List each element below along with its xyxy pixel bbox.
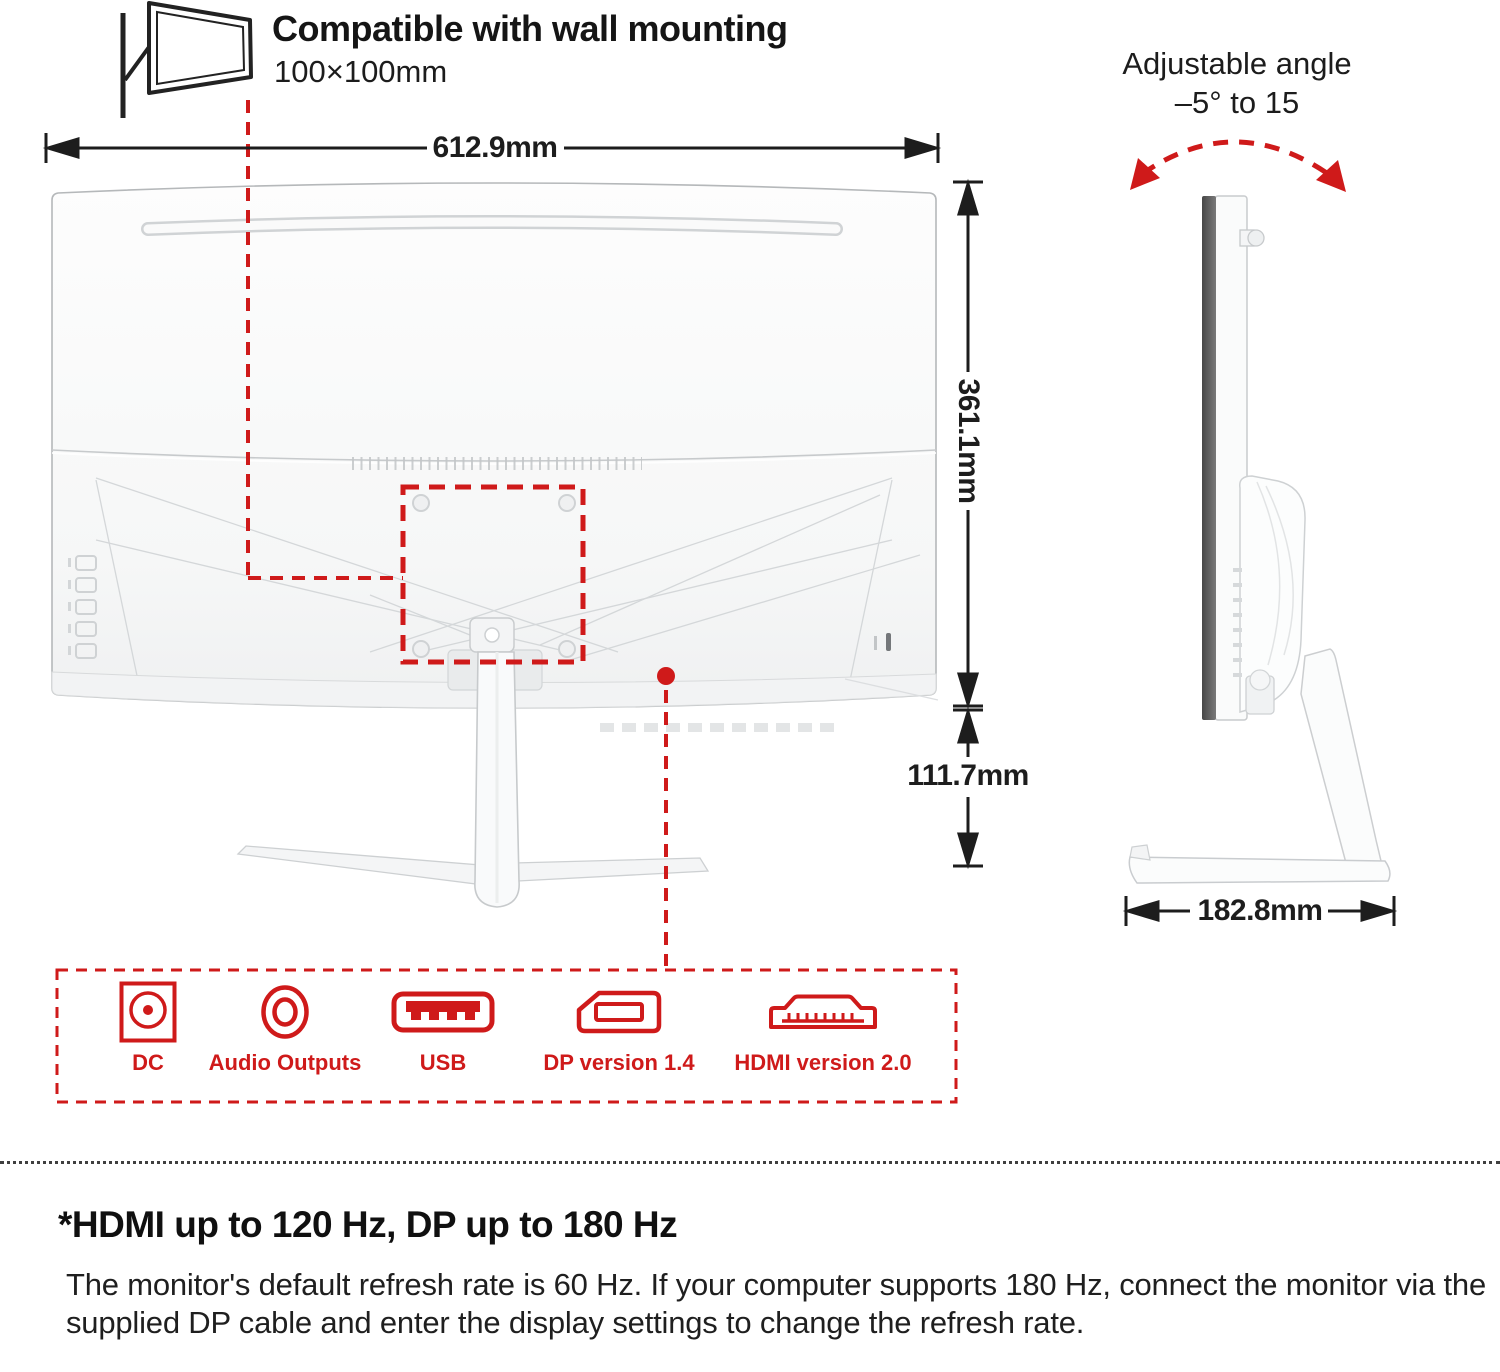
side-hinge-pivot bbox=[1249, 669, 1271, 691]
port-hdmi: HDMI version 2.0 bbox=[728, 980, 918, 1076]
port-dp-label: DP version 1.4 bbox=[543, 1050, 695, 1075]
handle-groove-highlight bbox=[143, 217, 841, 234]
side-buttons bbox=[1233, 568, 1242, 677]
tilt-arc bbox=[1130, 139, 1346, 192]
port-usb-label: USB bbox=[419, 1050, 467, 1075]
port-dc-label: DC bbox=[132, 1050, 164, 1075]
audio-outputs-icon bbox=[256, 980, 314, 1044]
hinge-screw bbox=[484, 627, 500, 643]
monitor-side-view bbox=[1128, 139, 1391, 884]
port-audio: Audio Outputs bbox=[208, 980, 362, 1076]
dotted-divider bbox=[0, 1161, 1500, 1164]
port-dp: DP version 1.4 bbox=[534, 980, 704, 1076]
vent-grille bbox=[352, 457, 642, 470]
side-base bbox=[1128, 856, 1391, 884]
power-led-mark bbox=[874, 636, 877, 650]
dimension-width: 612.9mm bbox=[432, 131, 558, 164]
displayport-icon bbox=[575, 980, 663, 1044]
port-usb: USB bbox=[373, 980, 513, 1076]
side-leaf-lines bbox=[1256, 481, 1294, 666]
side-bulge-housing bbox=[1239, 475, 1306, 713]
callout-lines bbox=[55, 100, 958, 1104]
adjustable-angle-title: Adjustable angle bbox=[1122, 46, 1352, 81]
vesa-screw-holes bbox=[412, 494, 576, 658]
wall-mount-icon bbox=[120, 1, 253, 118]
hdmi-icon bbox=[765, 980, 881, 1044]
adjustable-angle-range: –5° to 15 bbox=[1174, 85, 1300, 120]
side-base-lip bbox=[1129, 844, 1151, 861]
lock-slot-mark bbox=[886, 633, 891, 651]
dimension-base-depth: 182.8mm bbox=[1197, 894, 1323, 927]
dimension-stand-height: 111.7mm bbox=[907, 759, 1029, 792]
footnote-heading: *HDMI up to 120 Hz, DP up to 180 Hz bbox=[58, 1204, 678, 1245]
footnote-body: The monitor's default refresh rate is 60… bbox=[66, 1267, 1487, 1340]
port-audio-label: Audio Outputs bbox=[208, 1050, 362, 1075]
dc-icon bbox=[119, 980, 177, 1044]
ports-box-border bbox=[55, 968, 958, 1104]
stand-back-view bbox=[236, 617, 710, 908]
port-dc: DC bbox=[98, 980, 198, 1076]
port-hdmi-label: HDMI version 2.0 bbox=[734, 1050, 912, 1075]
bottom-port-marks bbox=[600, 723, 840, 732]
bottom-strip-edge bbox=[844, 678, 939, 701]
wall-mount-size: 100×100mm bbox=[274, 54, 448, 89]
joystick-knob-cap bbox=[1247, 229, 1265, 247]
usb-icon bbox=[391, 980, 495, 1044]
dimension-height: 361.1mm bbox=[952, 378, 985, 504]
tilt-arrow-left bbox=[1130, 158, 1160, 190]
dimension-lines bbox=[42, 133, 1398, 926]
wall-mount-title: Compatible with wall mounting bbox=[272, 8, 788, 49]
ports-callout-dot bbox=[657, 667, 675, 685]
side-panel-screen-edge bbox=[1202, 196, 1216, 720]
vesa-pattern-box bbox=[400, 484, 586, 665]
tilt-arrow-right bbox=[1316, 160, 1346, 192]
osd-buttons bbox=[68, 555, 97, 659]
